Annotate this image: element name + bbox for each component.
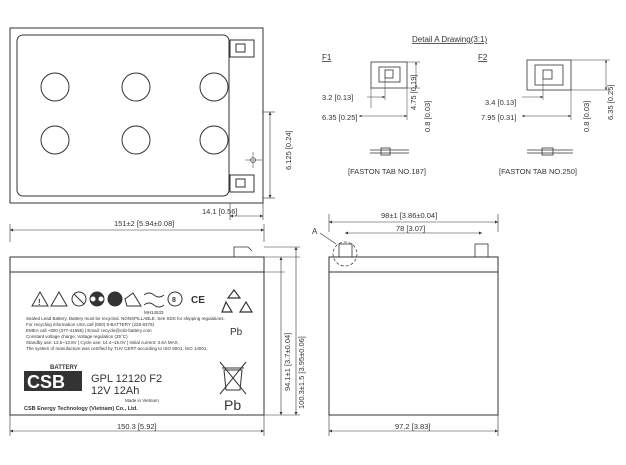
top-dim-bottom: 14.1 [0.56] (202, 207, 237, 216)
detail-title: Detail A Drawing(3:1) (412, 35, 487, 44)
detail-f1-label: F1 (322, 53, 332, 62)
f1-dim-1: 3.2 [0.13] (322, 93, 353, 102)
warning-triangle-icon (31, 290, 49, 307)
ce-mark: CE (191, 295, 205, 306)
pb-bottom: Pb (224, 397, 241, 413)
svg-text:For recycling information USA: For recycling information USA call (800)… (26, 322, 155, 327)
recycle-circle-icon (167, 291, 183, 307)
pb-top: Pb (230, 327, 243, 338)
front-height-outer: 100.3±1.5 [3.95±0.06] (297, 336, 306, 409)
f2-dim-2: 7.95 [0.31] (481, 113, 516, 122)
top-view-outline (9, 27, 264, 204)
f1-dim-2: 6.35 [0.25] (322, 113, 357, 122)
side-terminal-spacing: 78 [3.07] (396, 224, 425, 233)
detail-a-label: A (312, 227, 318, 236)
svg-text:Sealed Lead Battery. Battery m: Sealed Lead Battery. Battery must be rec… (26, 316, 225, 321)
svg-text:CSB: CSB (27, 372, 65, 392)
eye-protection-icon (89, 291, 105, 307)
made-in: Made in Vietnam (125, 398, 159, 403)
warning-icons: ! 8 (31, 290, 183, 308)
vent-cap (199, 72, 229, 102)
ul-mark-icon (143, 292, 165, 298)
front-width-bottom: 150.3 [5.92] (117, 422, 157, 431)
svg-text:The system of manufacture was: The system of manufacture was certified … (26, 346, 208, 351)
terminal-side-right (474, 243, 489, 258)
f1-caption: [FASTON TAB NO.187] (348, 167, 426, 176)
detail-f2-tab (522, 59, 610, 156)
detail-f1-tab (359, 61, 420, 156)
detail-f2-label: F2 (478, 53, 488, 62)
terminal-front (233, 246, 253, 257)
vent-cap (121, 125, 151, 155)
vent-cap (121, 72, 151, 102)
side-case (328, 256, 499, 416)
no-fire-icon (71, 291, 87, 307)
f1-dim-4: 4.75 [0.19] (409, 75, 418, 110)
warning-triangle-icon (50, 290, 68, 307)
side-width-bottom: 97.2 [3.83] (395, 422, 430, 431)
csb-logo: CSB (24, 371, 82, 392)
recycle-symbol (221, 289, 254, 313)
svg-text:EMEA call +800 (377-41556) | E: EMEA call +800 (377-41556) | Email: recy… (26, 328, 152, 333)
terminal-positive-top (229, 39, 255, 58)
front-view (9, 224, 300, 436)
front-case (9, 256, 265, 416)
acid-warning-icon (124, 292, 142, 307)
company-name: CSB Energy Technology (Vietnam) Co., Ltd… (24, 406, 138, 412)
battery-label: ! 8 CE MH14533 Pb Sealed Lead Battery. B… (24, 289, 254, 413)
detail-a-callout (332, 241, 358, 267)
side-width-top: 98±1 [3.86±0.04] (381, 211, 437, 220)
vent-caps (40, 72, 229, 155)
f2-caption: [FASTON TAB NO.250] (499, 167, 577, 176)
f2-dim-4: 6.35 [0.25] (606, 85, 615, 120)
top-dim-right: 6.125 [0.24] (284, 130, 293, 170)
vent-cap (40, 72, 70, 102)
top-view-lid-inner (16, 34, 230, 197)
recycle-arrow-icon (226, 289, 242, 299)
side-view (319, 214, 499, 436)
crossed-bin-icon (219, 361, 247, 395)
f2-dim-1: 3.4 [0.13] (485, 98, 516, 107)
front-width-top: 151±2 [5.94±0.08] (114, 219, 174, 228)
keep-away-children-icon (107, 291, 123, 307)
front-height-inner: 94.1±1 [3.7±0.04] (283, 333, 292, 391)
battery-word: BATTERY (50, 365, 78, 371)
vent-cap (199, 125, 229, 155)
vent-cap (40, 125, 70, 155)
svg-text:!: ! (38, 298, 41, 307)
terminal-side-left (338, 243, 353, 258)
svg-text:8: 8 (172, 297, 176, 304)
top-view (9, 27, 275, 220)
svg-text:Standby use: 13.5~13.8V | Cycl: Standby use: 13.5~13.8V | Cycle use: 14.… (26, 340, 179, 345)
terminal-negative-top (229, 174, 255, 193)
f1-dim-3: 0.8 [0.03] (423, 101, 432, 132)
svg-text:Constant voltage charge, Volta: Constant voltage charge, Voltage regulat… (26, 334, 128, 339)
rating: 12V 12Ah (91, 385, 139, 397)
f2-dim-3: 0.8 [0.03] (582, 101, 591, 132)
warning-text: Sealed Lead Battery. Battery must be rec… (26, 316, 225, 351)
cert-code: MH14533 (144, 310, 164, 315)
model-number: GPL 12120 F2 (91, 373, 162, 385)
